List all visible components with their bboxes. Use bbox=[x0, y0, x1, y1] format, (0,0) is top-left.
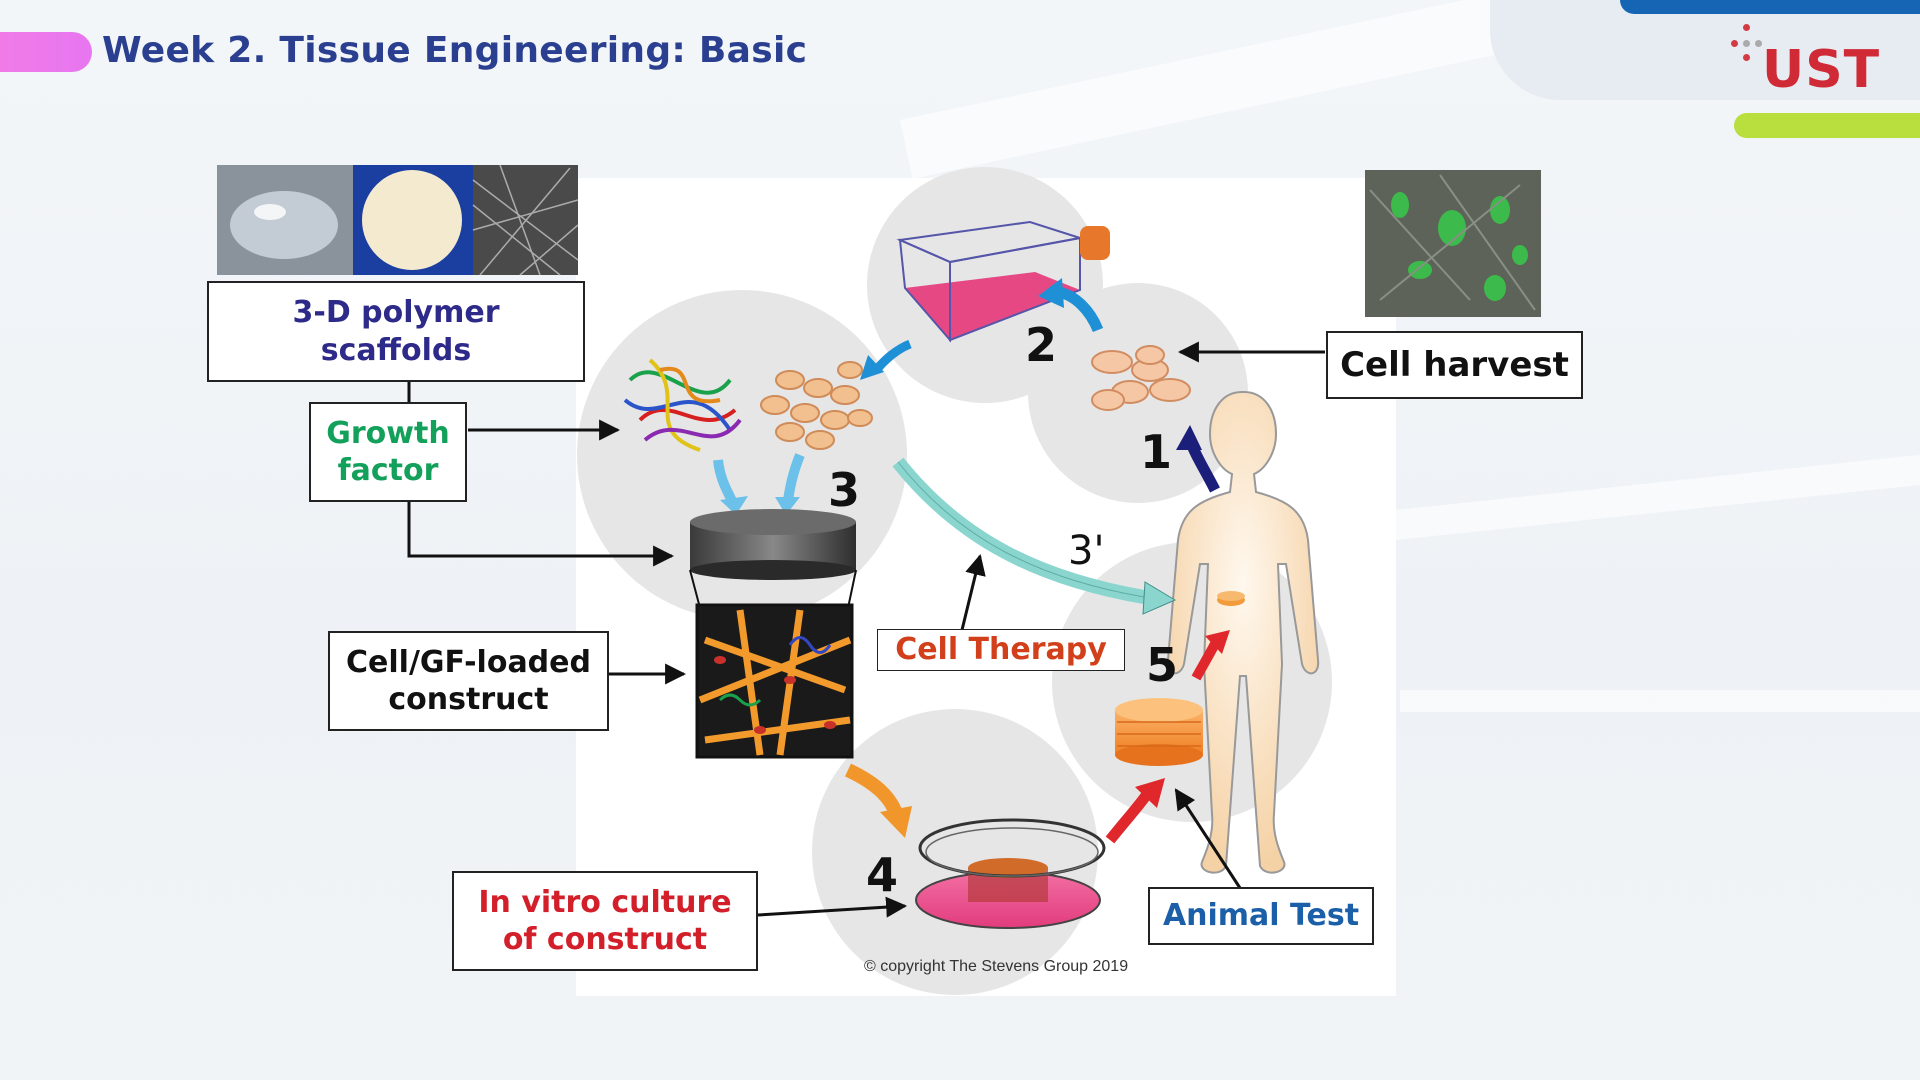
logo-dot bbox=[1743, 40, 1750, 47]
copyright-text: © copyright The Stevens Group 2019 bbox=[864, 958, 1129, 975]
scaffold-to-cylinder-arrowhead bbox=[720, 496, 748, 515]
expand-cells-arrowhead bbox=[860, 355, 884, 380]
step-1-number: 1 bbox=[1140, 425, 1173, 479]
header-band bbox=[1620, 0, 1920, 14]
cells-to-cylinder-arrow bbox=[783, 453, 805, 501]
construct-label: Cell/GF-loaded construct bbox=[328, 631, 609, 731]
construct-zoom-image bbox=[695, 603, 854, 759]
human-body-icon bbox=[1166, 391, 1320, 874]
engineered-tissue-icon bbox=[1115, 698, 1203, 766]
culture-to-tissue-arrowhead bbox=[1135, 778, 1165, 808]
animal-test-arrow bbox=[1174, 788, 1242, 889]
harvest-arrowhead bbox=[1176, 425, 1202, 450]
in-vitro-label: In vitro culture of construct bbox=[452, 871, 758, 971]
cell-therapy-arrowhead bbox=[1142, 581, 1177, 615]
bg-stripe bbox=[1400, 690, 1920, 712]
step-5-number: 5 bbox=[1146, 638, 1179, 692]
culture-flask-icon bbox=[896, 220, 1110, 343]
hydrogel-drop bbox=[230, 191, 338, 259]
cell-therapy-label: Cell Therapy bbox=[877, 629, 1125, 671]
growth-factor-label: Growth factor bbox=[309, 402, 467, 502]
cell-therapy-label-arrow bbox=[960, 553, 986, 631]
logo-background bbox=[1490, 0, 1920, 100]
scaffold-photos bbox=[217, 164, 579, 276]
step-2-number: 2 bbox=[1025, 318, 1058, 372]
fiber-scaffold-icon bbox=[623, 358, 742, 452]
logo-dot bbox=[1755, 40, 1762, 47]
ust-logo: UST bbox=[1762, 40, 1881, 100]
logo-dot bbox=[1743, 24, 1750, 31]
animal-test-label: Animal Test bbox=[1148, 887, 1374, 945]
cell-fluorescence-photo bbox=[1365, 170, 1541, 317]
accent-green-bar bbox=[1734, 113, 1920, 138]
step4-circle bbox=[812, 709, 1098, 995]
cylinder-scaffold-icon bbox=[690, 509, 856, 580]
logo-dot bbox=[1731, 40, 1738, 47]
step-3-prime-number: 3' bbox=[1068, 528, 1105, 574]
expand-cells-arrow bbox=[874, 339, 912, 371]
scaffolds-label: 3-D polymer scaffolds bbox=[207, 281, 585, 382]
petri-dish-icon bbox=[915, 818, 1106, 929]
step-3-number: 3 bbox=[828, 463, 861, 517]
page-title: Week 2. Tissue Engineering: Basic bbox=[102, 30, 808, 71]
harvested-cells-icon bbox=[1091, 345, 1191, 411]
title-accent-tab bbox=[0, 32, 92, 72]
sponge-disc bbox=[362, 170, 462, 270]
seed-flask-arrowhead bbox=[1038, 278, 1064, 308]
cells-cluster-icon bbox=[760, 361, 873, 450]
construct-to-culture-arrowhead bbox=[880, 806, 912, 838]
implant-arrowhead bbox=[1205, 630, 1230, 654]
step-4-number: 4 bbox=[866, 848, 899, 902]
cell-harvest-label: Cell harvest bbox=[1326, 331, 1583, 399]
scaffold-to-construct-line bbox=[407, 502, 675, 567]
logo-dot bbox=[1743, 54, 1750, 61]
cells-to-cylinder-arrowhead bbox=[775, 497, 800, 515]
in-vitro-arrow bbox=[757, 896, 908, 918]
